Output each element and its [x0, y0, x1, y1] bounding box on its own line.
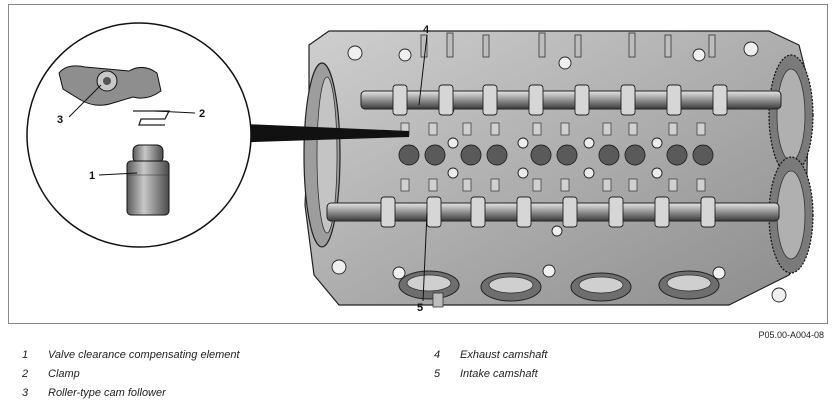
legend-number: 4	[434, 349, 441, 361]
callout-5: 5	[417, 302, 423, 314]
legend-number: 1	[22, 349, 29, 361]
roller-cam-follower	[58, 65, 162, 106]
engine-figure: 1 2 3 4 5	[8, 4, 828, 324]
legend-item-1: 1 Valve clearance compensating element	[22, 349, 240, 361]
legend-item-3: 3 Roller-type cam follower	[22, 387, 166, 399]
legend-text: Intake camshaft	[460, 368, 538, 380]
detail-pointer	[221, 123, 409, 143]
callout-4: 4	[423, 24, 430, 36]
cylinder-head	[303, 30, 814, 308]
valve-clearance-element	[126, 144, 170, 216]
legend-text: Exhaust camshaft	[460, 349, 548, 361]
exhaust-camshaft	[360, 84, 782, 116]
legend-item-4: 4 Exhaust camshaft	[434, 349, 547, 361]
figure-reference: P05.00-A004-08	[758, 330, 824, 340]
detail-circle	[26, 22, 252, 248]
legend-number: 5	[434, 368, 441, 380]
legend-number: 2	[22, 368, 29, 380]
cylinder-head-illustration: 1 2 3 4 5	[26, 22, 814, 314]
legend-text: Valve clearance compensating element	[48, 349, 240, 361]
callout-2: 2	[199, 108, 205, 120]
legend-text: Clamp	[48, 368, 80, 380]
leader-lines	[68, 34, 428, 302]
legend-item-2: 2 Clamp	[22, 368, 80, 380]
legend-text: Roller-type cam follower	[48, 387, 166, 399]
callout-1: 1	[89, 170, 95, 182]
callout-3: 3	[57, 114, 63, 126]
intake-camshaft	[326, 196, 780, 228]
legend-number: 3	[22, 387, 29, 399]
valve-bores	[398, 122, 714, 192]
legend-item-5: 5 Intake camshaft	[434, 368, 538, 380]
